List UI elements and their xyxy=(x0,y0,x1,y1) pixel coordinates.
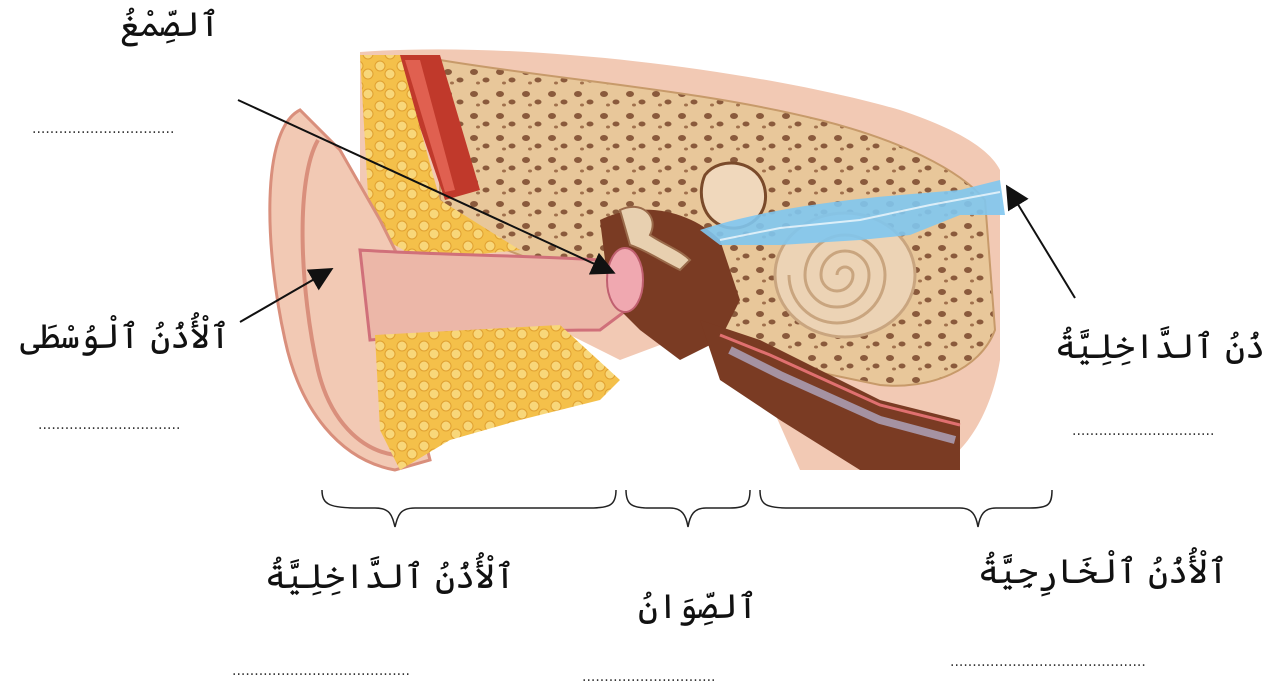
blank-inner-ear-right[interactable]: ................................ xyxy=(1072,424,1247,438)
eardrum xyxy=(607,248,643,312)
arrow-inner-ear xyxy=(1008,188,1075,298)
label-inner-ear-right: ٱلْأُذُنُ ٱلدَّاخِلِيَّةُ xyxy=(1055,330,1262,364)
fat-lower xyxy=(375,325,620,470)
label-brain: ٱلصِّمْغُ xyxy=(120,8,220,42)
brace-middle xyxy=(626,490,750,527)
blank-bottom-pinna[interactable]: .............................. xyxy=(582,670,782,684)
brace-right xyxy=(760,490,1052,527)
blank-middle-ear-left[interactable]: ................................ xyxy=(38,418,220,432)
label-middle-ear-left: ٱلْأُذُنُ ٱلْوُسْطَى xyxy=(20,320,230,354)
blank-bottom-inner-ear[interactable]: ........................................ xyxy=(232,664,450,678)
blank-brain[interactable]: ................................ xyxy=(32,122,220,136)
label-bottom-pinna: ٱلصِّوَانُ xyxy=(638,590,758,624)
blank-bottom-outer-ear[interactable]: ........................................… xyxy=(950,655,1225,669)
brace-left xyxy=(322,490,616,527)
label-bottom-outer-ear: ٱلْأُذُنُ ٱلْخَارِجِيَّةُ xyxy=(978,555,1228,589)
ear-canal xyxy=(360,250,640,340)
label-bottom-inner-ear: ٱلْأُذُنُ ٱلدَّاخِلِيَّةُ xyxy=(265,560,515,594)
